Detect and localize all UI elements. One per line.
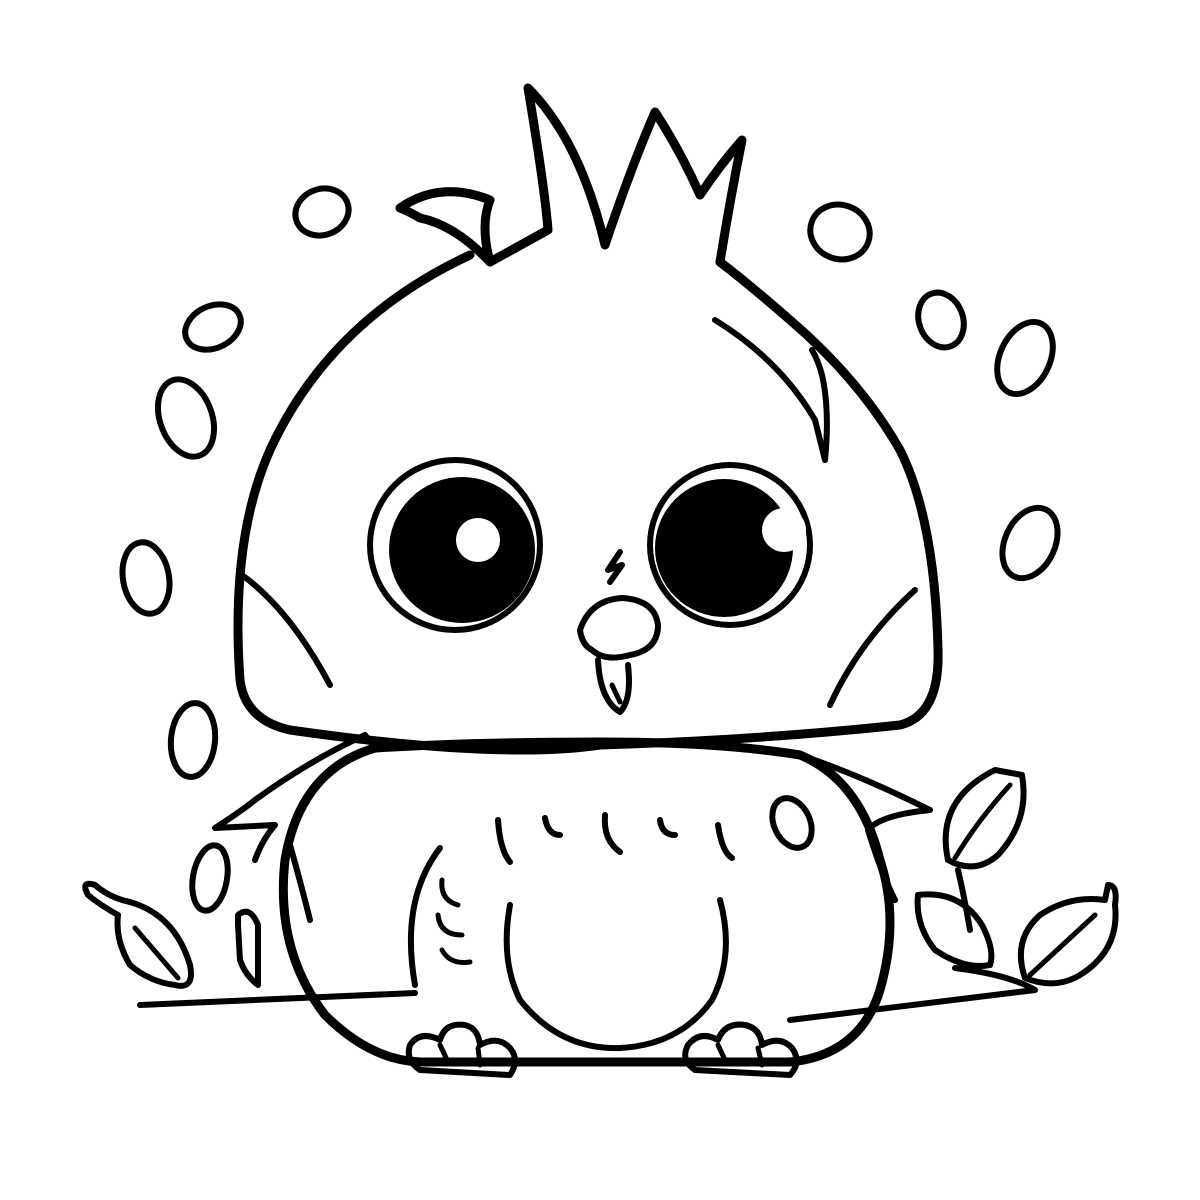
dot bbox=[807, 201, 873, 263]
leaf-right-upper-vein bbox=[952, 782, 1013, 861]
beak-tongue bbox=[609, 682, 623, 705]
right-eye-ring bbox=[647, 462, 813, 628]
left-toe-line bbox=[475, 1045, 483, 1068]
left-wing-inner bbox=[287, 842, 313, 923]
crown-spikes bbox=[485, 83, 747, 267]
leaves bbox=[82, 767, 1119, 989]
left-cheek-line bbox=[239, 572, 333, 688]
right-cheek-line bbox=[827, 587, 918, 708]
dot bbox=[915, 289, 967, 351]
bird-head bbox=[233, 83, 943, 755]
feather-mark bbox=[657, 817, 678, 838]
dot bbox=[292, 185, 352, 239]
leaf-right-stem bbox=[955, 867, 973, 933]
right-foot bbox=[682, 1021, 800, 1078]
feather-mark bbox=[601, 812, 623, 855]
leaf-left-back bbox=[235, 908, 261, 988]
left-wing bbox=[212, 732, 378, 863]
floating-dots bbox=[119, 185, 1061, 914]
feather-mark bbox=[715, 822, 735, 861]
feather-mark bbox=[495, 817, 513, 865]
body-side-curve bbox=[407, 845, 443, 988]
dot bbox=[999, 504, 1061, 582]
side-feather bbox=[439, 947, 473, 965]
right-eye-pupil bbox=[655, 479, 793, 617]
leaf-right-upper bbox=[942, 767, 1027, 870]
beak-mouth bbox=[595, 657, 632, 715]
ground bbox=[137, 965, 1038, 1023]
left-toe-line bbox=[437, 1042, 451, 1065]
leaf-left-vein bbox=[132, 925, 181, 981]
ground-line-right bbox=[787, 965, 1038, 1023]
right-toe-line bbox=[755, 1045, 765, 1068]
dot bbox=[769, 795, 815, 851]
left-foot bbox=[405, 1021, 518, 1078]
right-toe-line bbox=[715, 1042, 729, 1065]
bird-feet bbox=[405, 1021, 800, 1078]
left-eye-ring bbox=[367, 457, 543, 633]
leaf-far-right-vein bbox=[1027, 912, 1098, 978]
leaf-right-lower bbox=[914, 891, 995, 969]
leaf-far-right bbox=[1017, 882, 1119, 987]
head-feather-flick bbox=[712, 317, 830, 463]
head-outline bbox=[233, 250, 943, 755]
dot bbox=[167, 700, 219, 780]
ground-line-left bbox=[137, 990, 418, 1008]
dot bbox=[154, 376, 218, 460]
leaf-left bbox=[82, 880, 194, 989]
dot bbox=[182, 301, 244, 353]
dot bbox=[189, 842, 231, 914]
beak-upper bbox=[577, 595, 661, 661]
bird-beak bbox=[577, 549, 661, 715]
belly bbox=[503, 897, 729, 1052]
forehead-mark bbox=[605, 549, 625, 585]
dot bbox=[994, 318, 1056, 398]
right-eye-highlight bbox=[762, 508, 806, 552]
feather-mark bbox=[542, 815, 563, 838]
right-wing bbox=[797, 752, 933, 903]
side-feather bbox=[435, 912, 465, 938]
side-feather bbox=[439, 877, 461, 908]
bird-eyes bbox=[367, 457, 813, 633]
dot bbox=[119, 539, 173, 617]
left-eye-highlight bbox=[456, 518, 500, 562]
